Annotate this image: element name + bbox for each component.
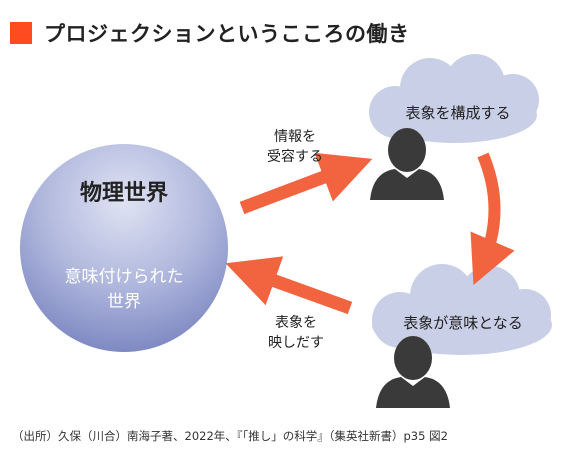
title-marker bbox=[10, 22, 32, 44]
arrow-top-label-2: 受容する bbox=[267, 148, 323, 165]
cloud-top bbox=[369, 54, 539, 143]
arrow-project bbox=[225, 256, 353, 315]
cloud-top-label: 表象を構成する bbox=[405, 104, 510, 122]
arrow-receive bbox=[239, 152, 373, 215]
circle-main-label: 物理世界 bbox=[80, 180, 168, 206]
circle-sub-label-1: 意味付けられた bbox=[65, 267, 184, 287]
title-bar: プロジェクションというこころの働き bbox=[10, 18, 410, 48]
arrow-bottom-label-1: 表象を bbox=[275, 315, 317, 331]
arrow-top-label-1: 情報を bbox=[274, 129, 316, 145]
person-icon bbox=[376, 336, 450, 408]
arrow-down bbox=[470, 152, 515, 286]
arrow-bottom-label-2: 映しだす bbox=[268, 335, 324, 351]
page-title: プロジェクションというこころの働き bbox=[44, 22, 410, 46]
circle-sub-label-2: 世界 bbox=[107, 292, 141, 312]
cloud-bottom bbox=[372, 264, 552, 355]
physical-world-circle bbox=[20, 144, 228, 352]
person-icon bbox=[370, 128, 444, 200]
cloud-bottom-label: 表象が意味となる bbox=[403, 314, 523, 332]
source-caption: （出所）久保（川合）南海子著、2022年、『「推し」の科学』（集英社新書）p35… bbox=[12, 429, 448, 443]
